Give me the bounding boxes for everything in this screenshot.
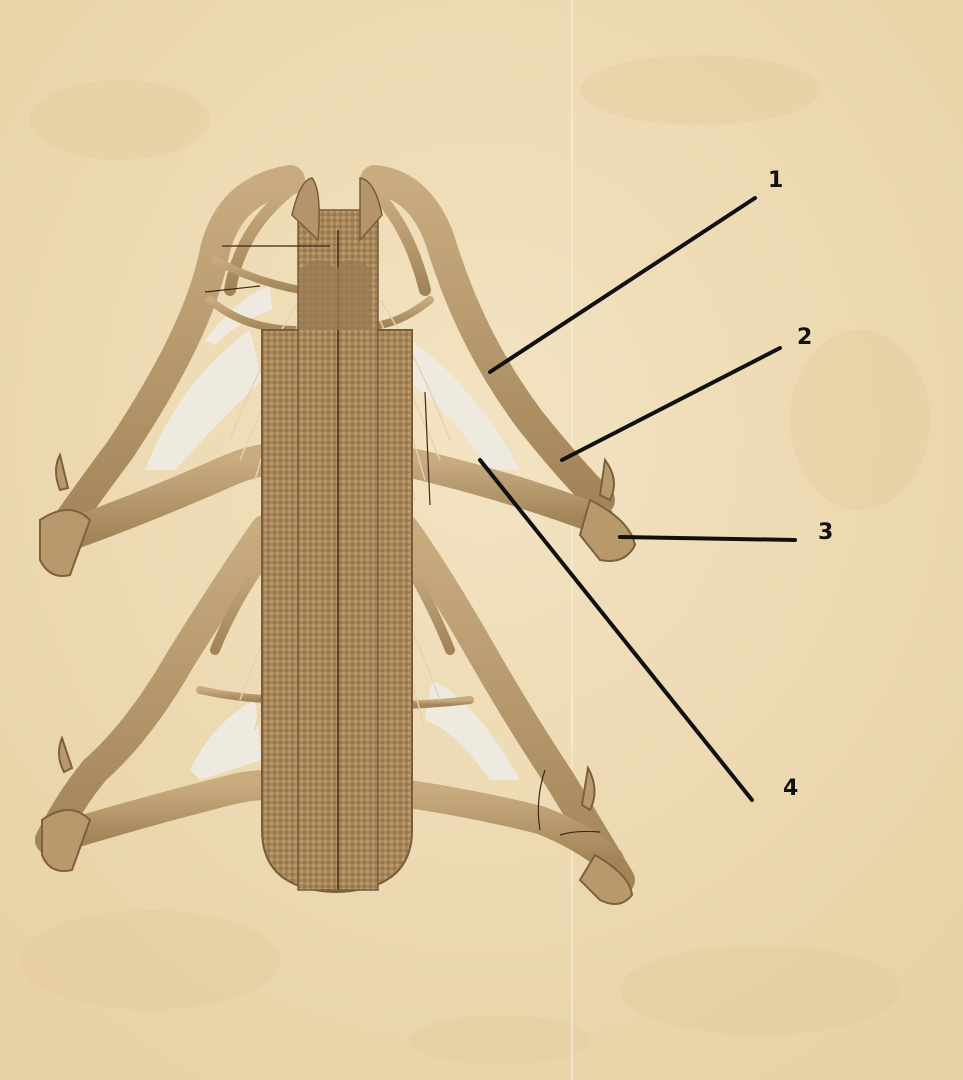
callout-label-4: 4 (783, 778, 798, 800)
callout-label-2: 2 (797, 327, 812, 349)
callout-label-3: 3 (818, 522, 833, 544)
callout-label-1: 1 (768, 170, 783, 192)
